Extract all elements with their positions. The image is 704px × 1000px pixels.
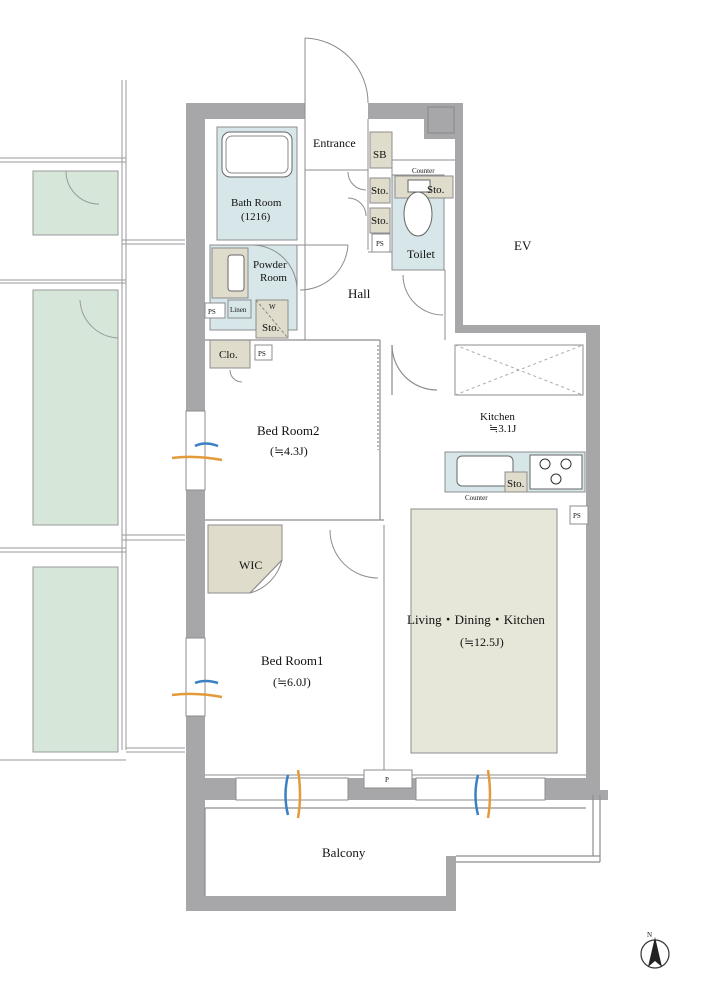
label-bath-size: (1216) bbox=[241, 211, 271, 223]
closet-box bbox=[209, 339, 251, 369]
label-bed2: Bed Room2 bbox=[257, 423, 319, 438]
label-ldk: Living・Dining・Kitchen bbox=[407, 612, 545, 627]
label-bed1-size: (≒6.0J) bbox=[273, 675, 311, 689]
ldk-balcony-window bbox=[415, 777, 546, 801]
label-entrance: Entrance bbox=[313, 136, 356, 150]
label-hall: Hall bbox=[348, 286, 371, 301]
linen-box bbox=[227, 299, 252, 319]
label-clo: Clo. bbox=[219, 349, 238, 361]
ps-hall-box bbox=[371, 233, 391, 253]
airflow-icon bbox=[171, 442, 492, 819]
stove-burners-icon bbox=[539, 458, 572, 485]
label-ps-hall: PS bbox=[376, 240, 384, 248]
kitchen-sink bbox=[456, 455, 514, 487]
label-p: P bbox=[385, 776, 389, 784]
label-toilet: Toilet bbox=[407, 247, 435, 261]
storage-2 bbox=[369, 207, 391, 234]
ldk-floor bbox=[410, 508, 558, 754]
exterior-walls bbox=[186, 103, 608, 911]
toilet-bowl bbox=[403, 191, 433, 237]
ps-clo-box bbox=[254, 344, 273, 361]
bedroom2-walls bbox=[205, 339, 438, 521]
label-sb: SB bbox=[373, 149, 386, 161]
kitchen-sto bbox=[504, 471, 528, 493]
label-ps-powder: PS bbox=[208, 308, 216, 316]
sb-cabinet bbox=[369, 131, 393, 169]
stove bbox=[529, 454, 583, 490]
bed1-balcony-window bbox=[235, 777, 349, 801]
p-box bbox=[363, 769, 413, 789]
bathtub-inner bbox=[225, 135, 289, 174]
label-powder-1: Powder bbox=[253, 259, 287, 271]
label-balcony: Balcony bbox=[322, 845, 366, 860]
label-ps-clo: PS bbox=[258, 350, 266, 358]
label-counter-toilet: Counter bbox=[412, 167, 435, 175]
label-bed1: Bed Room1 bbox=[261, 653, 323, 668]
window-bed2 bbox=[185, 410, 206, 491]
storage-1 bbox=[369, 177, 391, 204]
label-sto1: Sto. bbox=[371, 185, 389, 197]
label-powder-2: Room bbox=[260, 272, 287, 284]
neighbor-units bbox=[0, 80, 185, 761]
label-north: N bbox=[647, 931, 652, 939]
label-linen: Linen bbox=[230, 306, 247, 314]
label-sto-toilet: Sto. bbox=[427, 184, 445, 196]
window-bed1 bbox=[185, 637, 206, 717]
label-w: W bbox=[269, 303, 276, 311]
label-kitchen: Kitchen bbox=[480, 411, 515, 423]
ps-kitchen-box bbox=[569, 505, 589, 525]
ps-powder-box bbox=[204, 302, 226, 319]
label-wic: WIC bbox=[239, 558, 262, 572]
label-ldk-size: (≒12.5J) bbox=[460, 635, 504, 649]
label-ps-kitchen: PS bbox=[573, 512, 581, 520]
label-bath: Bath Room bbox=[231, 197, 282, 209]
label-bed2-size: (≒4.3J) bbox=[270, 444, 308, 458]
label-kitchen-size: ≒3.1J bbox=[489, 423, 517, 435]
label-sto-powder: Sto. bbox=[262, 322, 280, 334]
interior-lines bbox=[204, 106, 601, 896]
label-sto-kitchen: Sto. bbox=[507, 478, 525, 490]
label-ev: EV bbox=[514, 238, 532, 253]
label-counter-kitchen: Counter bbox=[465, 494, 488, 502]
bath-doors bbox=[229, 244, 349, 383]
north-arrow-icon bbox=[640, 937, 670, 969]
vanity-basin bbox=[227, 254, 245, 292]
label-sto2: Sto. bbox=[371, 215, 389, 227]
toilet-tank bbox=[407, 179, 431, 193]
bathtub bbox=[221, 131, 293, 178]
